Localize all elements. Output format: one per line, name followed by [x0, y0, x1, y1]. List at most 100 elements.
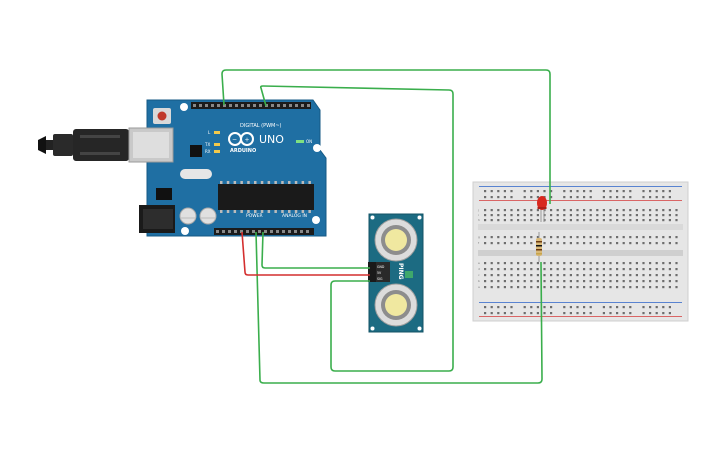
breadboard-hole[interactable]: [649, 306, 652, 309]
digital-pin-socket[interactable]: [301, 104, 304, 107]
breadboard-hole[interactable]: [503, 242, 506, 245]
breadboard-hole[interactable]: [589, 242, 592, 245]
breadboard-hole[interactable]: [530, 286, 533, 289]
breadboard-hole[interactable]: [662, 268, 665, 271]
breadboard-hole[interactable]: [550, 214, 553, 217]
breadboard-hole[interactable]: [662, 262, 665, 265]
breadboard-hole[interactable]: [484, 219, 487, 222]
breadboard-hole[interactable]: [622, 236, 625, 239]
breadboard-hole[interactable]: [576, 209, 579, 212]
breadboard-hole[interactable]: [503, 312, 506, 315]
breadboard-hole[interactable]: [576, 242, 579, 245]
breadboard-hole[interactable]: [616, 190, 619, 193]
breadboard-hole[interactable]: [510, 306, 513, 309]
breadboard-hole[interactable]: [596, 274, 599, 277]
breadboard-hole[interactable]: [675, 280, 678, 283]
breadboard-hole[interactable]: [602, 214, 605, 217]
breadboard-hole[interactable]: [563, 280, 566, 283]
breadboard-hole[interactable]: [655, 242, 658, 245]
breadboard-hole[interactable]: [543, 306, 546, 309]
breadboard-hole[interactable]: [583, 209, 586, 212]
breadboard-hole[interactable]: [556, 242, 559, 245]
power-pin-socket[interactable]: [270, 230, 273, 233]
breadboard-hole[interactable]: [609, 268, 612, 271]
digital-pin-socket[interactable]: [241, 104, 244, 107]
breadboard-hole[interactable]: [649, 312, 652, 315]
breadboard-hole[interactable]: [629, 190, 632, 193]
breadboard-hole[interactable]: [662, 286, 665, 289]
digital-pin-socket[interactable]: [295, 104, 298, 107]
power-pin-socket[interactable]: [222, 230, 225, 233]
breadboard-hole[interactable]: [622, 196, 625, 199]
breadboard-hole[interactable]: [543, 312, 546, 315]
breadboard-hole[interactable]: [550, 190, 553, 193]
breadboard-hole[interactable]: [563, 262, 566, 265]
breadboard-hole[interactable]: [536, 268, 539, 271]
breadboard-hole[interactable]: [655, 262, 658, 265]
breadboard-hole[interactable]: [497, 268, 500, 271]
breadboard-hole[interactable]: [629, 209, 632, 212]
breadboard-hole[interactable]: [530, 262, 533, 265]
red-led[interactable]: [537, 196, 547, 210]
breadboard-hole[interactable]: [536, 312, 539, 315]
breadboard-hole[interactable]: [609, 262, 612, 265]
breadboard-hole[interactable]: [517, 286, 520, 289]
breadboard-hole[interactable]: [655, 274, 658, 277]
breadboard-hole[interactable]: [675, 214, 678, 217]
breadboard-hole[interactable]: [576, 214, 579, 217]
breadboard-hole[interactable]: [609, 286, 612, 289]
breadboard-hole[interactable]: [503, 262, 506, 265]
breadboard-hole[interactable]: [649, 242, 652, 245]
breadboard-hole[interactable]: [649, 286, 652, 289]
breadboard-hole[interactable]: [490, 312, 493, 315]
breadboard-hole[interactable]: [536, 236, 539, 239]
breadboard-hole[interactable]: [517, 280, 520, 283]
breadboard-hole[interactable]: [596, 268, 599, 271]
breadboard-hole[interactable]: [484, 312, 487, 315]
digital-pin-socket[interactable]: [211, 104, 214, 107]
ultrasonic-ping-sensor[interactable]: GND 5V SIG PING: [368, 213, 424, 333]
breadboard-hole[interactable]: [484, 214, 487, 217]
breadboard-hole[interactable]: [530, 274, 533, 277]
breadboard-hole[interactable]: [536, 196, 539, 199]
breadboard-hole[interactable]: [602, 190, 605, 193]
power-pin-socket[interactable]: [258, 230, 261, 233]
breadboard-hole[interactable]: [556, 262, 559, 265]
breadboard-hole[interactable]: [576, 219, 579, 222]
breadboard-hole[interactable]: [550, 236, 553, 239]
breadboard-hole[interactable]: [589, 274, 592, 277]
breadboard-components[interactable]: [536, 196, 547, 262]
breadboard-hole[interactable]: [649, 274, 652, 277]
breadboard-hole[interactable]: [642, 214, 645, 217]
digital-pin-socket[interactable]: [277, 104, 280, 107]
breadboard-hole[interactable]: [484, 236, 487, 239]
breadboard-hole[interactable]: [503, 306, 506, 309]
breadboard-hole[interactable]: [503, 219, 506, 222]
breadboard-hole[interactable]: [655, 190, 658, 193]
breadboard-hole[interactable]: [550, 209, 553, 212]
breadboard-hole[interactable]: [589, 209, 592, 212]
breadboard-hole[interactable]: [583, 190, 586, 193]
breadboard-hole[interactable]: [596, 236, 599, 239]
breadboard-hole[interactable]: [523, 190, 526, 193]
breadboard-hole[interactable]: [536, 262, 539, 265]
breadboard-hole[interactable]: [536, 209, 539, 212]
breadboard-hole[interactable]: [490, 262, 493, 265]
breadboard-hole[interactable]: [583, 219, 586, 222]
breadboard-hole[interactable]: [510, 286, 513, 289]
breadboard-hole[interactable]: [569, 214, 572, 217]
breadboard-hole[interactable]: [490, 268, 493, 271]
digital-pin-socket[interactable]: [223, 104, 226, 107]
breadboard-hole[interactable]: [642, 242, 645, 245]
breadboard-hole[interactable]: [503, 280, 506, 283]
breadboard-hole[interactable]: [569, 219, 572, 222]
power-pin-socket[interactable]: [234, 230, 237, 233]
breadboard-hole[interactable]: [589, 196, 592, 199]
breadboard-hole[interactable]: [635, 274, 638, 277]
breadboard-hole[interactable]: [569, 190, 572, 193]
breadboard-hole[interactable]: [629, 274, 632, 277]
breadboard-hole[interactable]: [602, 236, 605, 239]
breadboard-hole[interactable]: [556, 214, 559, 217]
breadboard-hole[interactable]: [563, 242, 566, 245]
